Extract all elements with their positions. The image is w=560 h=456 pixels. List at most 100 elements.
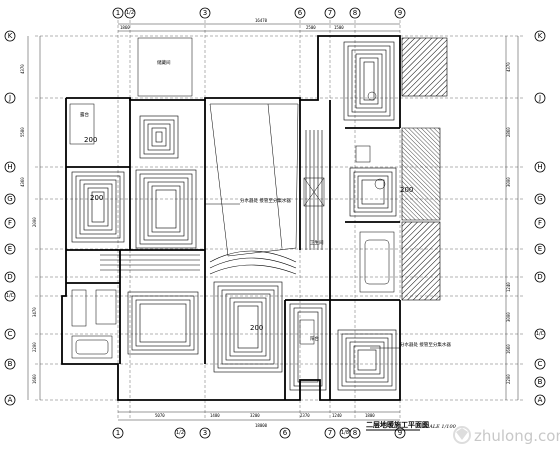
right-dim-7: 2200 [506, 374, 511, 384]
left-axis-bubbles: K J H G F E D 1/C C B A [4, 30, 16, 406]
bottom-dim-7: 18000 [255, 423, 268, 428]
balcony-label: 阳台 [310, 335, 319, 342]
svg-text:D: D [537, 273, 542, 281]
svg-text:8: 8 [353, 9, 357, 17]
manifold-note-1: 分水器处 接管至分集水器 [240, 197, 291, 204]
drawing-title: 二层地暖施工平面图 [366, 420, 429, 429]
terrace-label: 露台 [80, 111, 89, 118]
axis-bubble-bottom-2: 1/2 [174, 427, 186, 439]
axis-bubble-left-E: E [4, 243, 16, 255]
left-dim-5: 3470 [32, 307, 37, 317]
bottom-dim-2: 1480 [210, 413, 220, 418]
left-dim-2: 5580 [20, 127, 25, 137]
svg-text:7: 7 [328, 9, 332, 17]
stair-symbol [303, 177, 325, 207]
svg-text:9: 9 [398, 429, 402, 437]
axis-bubble-bottom-5: 7 [324, 427, 336, 439]
watermark-logo [453, 426, 471, 444]
svg-text:6: 6 [298, 9, 303, 17]
svg-text:C: C [8, 330, 13, 338]
svg-text:8: 8 [353, 429, 357, 437]
axis-bubble-left-J: J [4, 92, 16, 104]
axis-bubble-right-E: E [534, 243, 546, 255]
bottom-dim-1: 5070 [155, 413, 165, 418]
right-dim-4: 1240 [506, 282, 511, 292]
bottom-axis-bubbles: 1 1/2 3 6 7 1/8 8 9 [112, 427, 406, 439]
axis-bubble-left-H: H [4, 161, 16, 173]
area-label-1: 200 [84, 136, 97, 144]
left-dim-7: 1660 [32, 374, 37, 384]
svg-text:1: 1 [116, 9, 120, 17]
left-dimensions: 4370 5580 4360 2000 3470 2200 1660 [20, 64, 37, 384]
hatched-roof-lower [401, 221, 441, 301]
axis-bubble-left-1C: 1/C [4, 290, 16, 302]
axis-bubble-right-F: F [534, 217, 546, 229]
svg-text:H: H [537, 163, 542, 171]
area-label-3: 200 [250, 324, 263, 332]
svg-text:3: 3 [203, 9, 207, 17]
top-dimensions: 1860 16470 2500 1500 [120, 18, 344, 30]
axis-bubble-top-3: 3 [199, 7, 211, 19]
right-dim-2: 2860 [506, 127, 511, 137]
fixtures [69, 91, 395, 359]
axis-bubble-top-7: 9 [394, 7, 406, 19]
hatched-roof-middle [401, 127, 441, 221]
top-dim-1: 1860 [120, 25, 130, 30]
svg-text:9: 9 [398, 9, 402, 17]
svg-text:H: H [7, 163, 12, 171]
svg-text:D: D [7, 273, 12, 281]
axis-bubble-top-4: 6 [294, 7, 306, 19]
drawing-scale: SCALE 1/100 [422, 424, 457, 430]
svg-text:F: F [8, 219, 12, 227]
right-dim-1: 4370 [506, 62, 511, 72]
area-label-2: 200 [90, 194, 103, 202]
heating-coils [71, 41, 397, 391]
storage-room [137, 37, 193, 97]
svg-text:B: B [538, 378, 543, 386]
right-dimensions: 4370 2860 3000 1240 3000 1660 2200 [506, 62, 511, 384]
svg-text:6: 6 [283, 429, 288, 437]
svg-text:G: G [7, 195, 12, 203]
right-dim-5: 3000 [506, 312, 511, 322]
axis-bubble-bottom-3: 3 [199, 427, 211, 439]
svg-text:1/C: 1/C [6, 293, 15, 299]
hatched-roof-upper [401, 37, 448, 97]
svg-text:1/2: 1/2 [176, 430, 184, 436]
axis-bubble-right-B: B [534, 376, 546, 388]
svg-text:E: E [8, 245, 12, 253]
axis-bubble-bottom-1: 1 [112, 427, 124, 439]
svg-text:3: 3 [203, 429, 207, 437]
svg-text:E: E [538, 245, 542, 253]
axis-bubble-left-C: C [4, 328, 16, 340]
left-dim-4: 2000 [32, 217, 37, 227]
top-dim-3: 2500 [306, 25, 316, 30]
svg-text:G: G [537, 195, 542, 203]
axis-bubble-top-2: 1/2 [124, 7, 136, 19]
bottom-dim-4: 2370 [300, 413, 310, 418]
bathroom-label: 卫生间 [310, 239, 324, 246]
svg-text:1/C: 1/C [536, 331, 545, 337]
axis-bubble-right-K: K [534, 30, 546, 42]
svg-text:A: A [538, 396, 543, 404]
svg-text:B: B [8, 360, 13, 368]
axis-bubble-top-1: 1 [112, 7, 124, 19]
dimension-lines [27, 23, 519, 421]
axis-bubble-bottom-4: 6 [279, 427, 291, 439]
svg-text:A: A [8, 396, 13, 404]
axis-bubble-left-B: B [4, 358, 16, 370]
left-dim-6: 2200 [32, 342, 37, 352]
axis-bubble-left-D: D [4, 271, 16, 283]
axis-bubble-top-6: 8 [349, 7, 361, 19]
bottom-dim-3: 3200 [250, 413, 260, 418]
svg-text:J: J [8, 94, 11, 102]
right-dim-6: 1660 [506, 344, 511, 354]
axis-bubble-right-J: J [534, 92, 546, 104]
right-axis-bubbles: K J H G F E D 1/C C B A [534, 30, 546, 406]
axis-bubble-top-5: 7 [324, 7, 336, 19]
top-dim-2: 16470 [255, 18, 268, 23]
axis-bubble-right-1C: 1/C [534, 328, 546, 340]
left-dim-3: 4360 [20, 177, 25, 187]
manifold-note-2: 分水器处 接管至分集水器 [400, 341, 451, 348]
svg-text:C: C [538, 360, 543, 368]
storage-room-label: 储藏间 [157, 59, 171, 66]
